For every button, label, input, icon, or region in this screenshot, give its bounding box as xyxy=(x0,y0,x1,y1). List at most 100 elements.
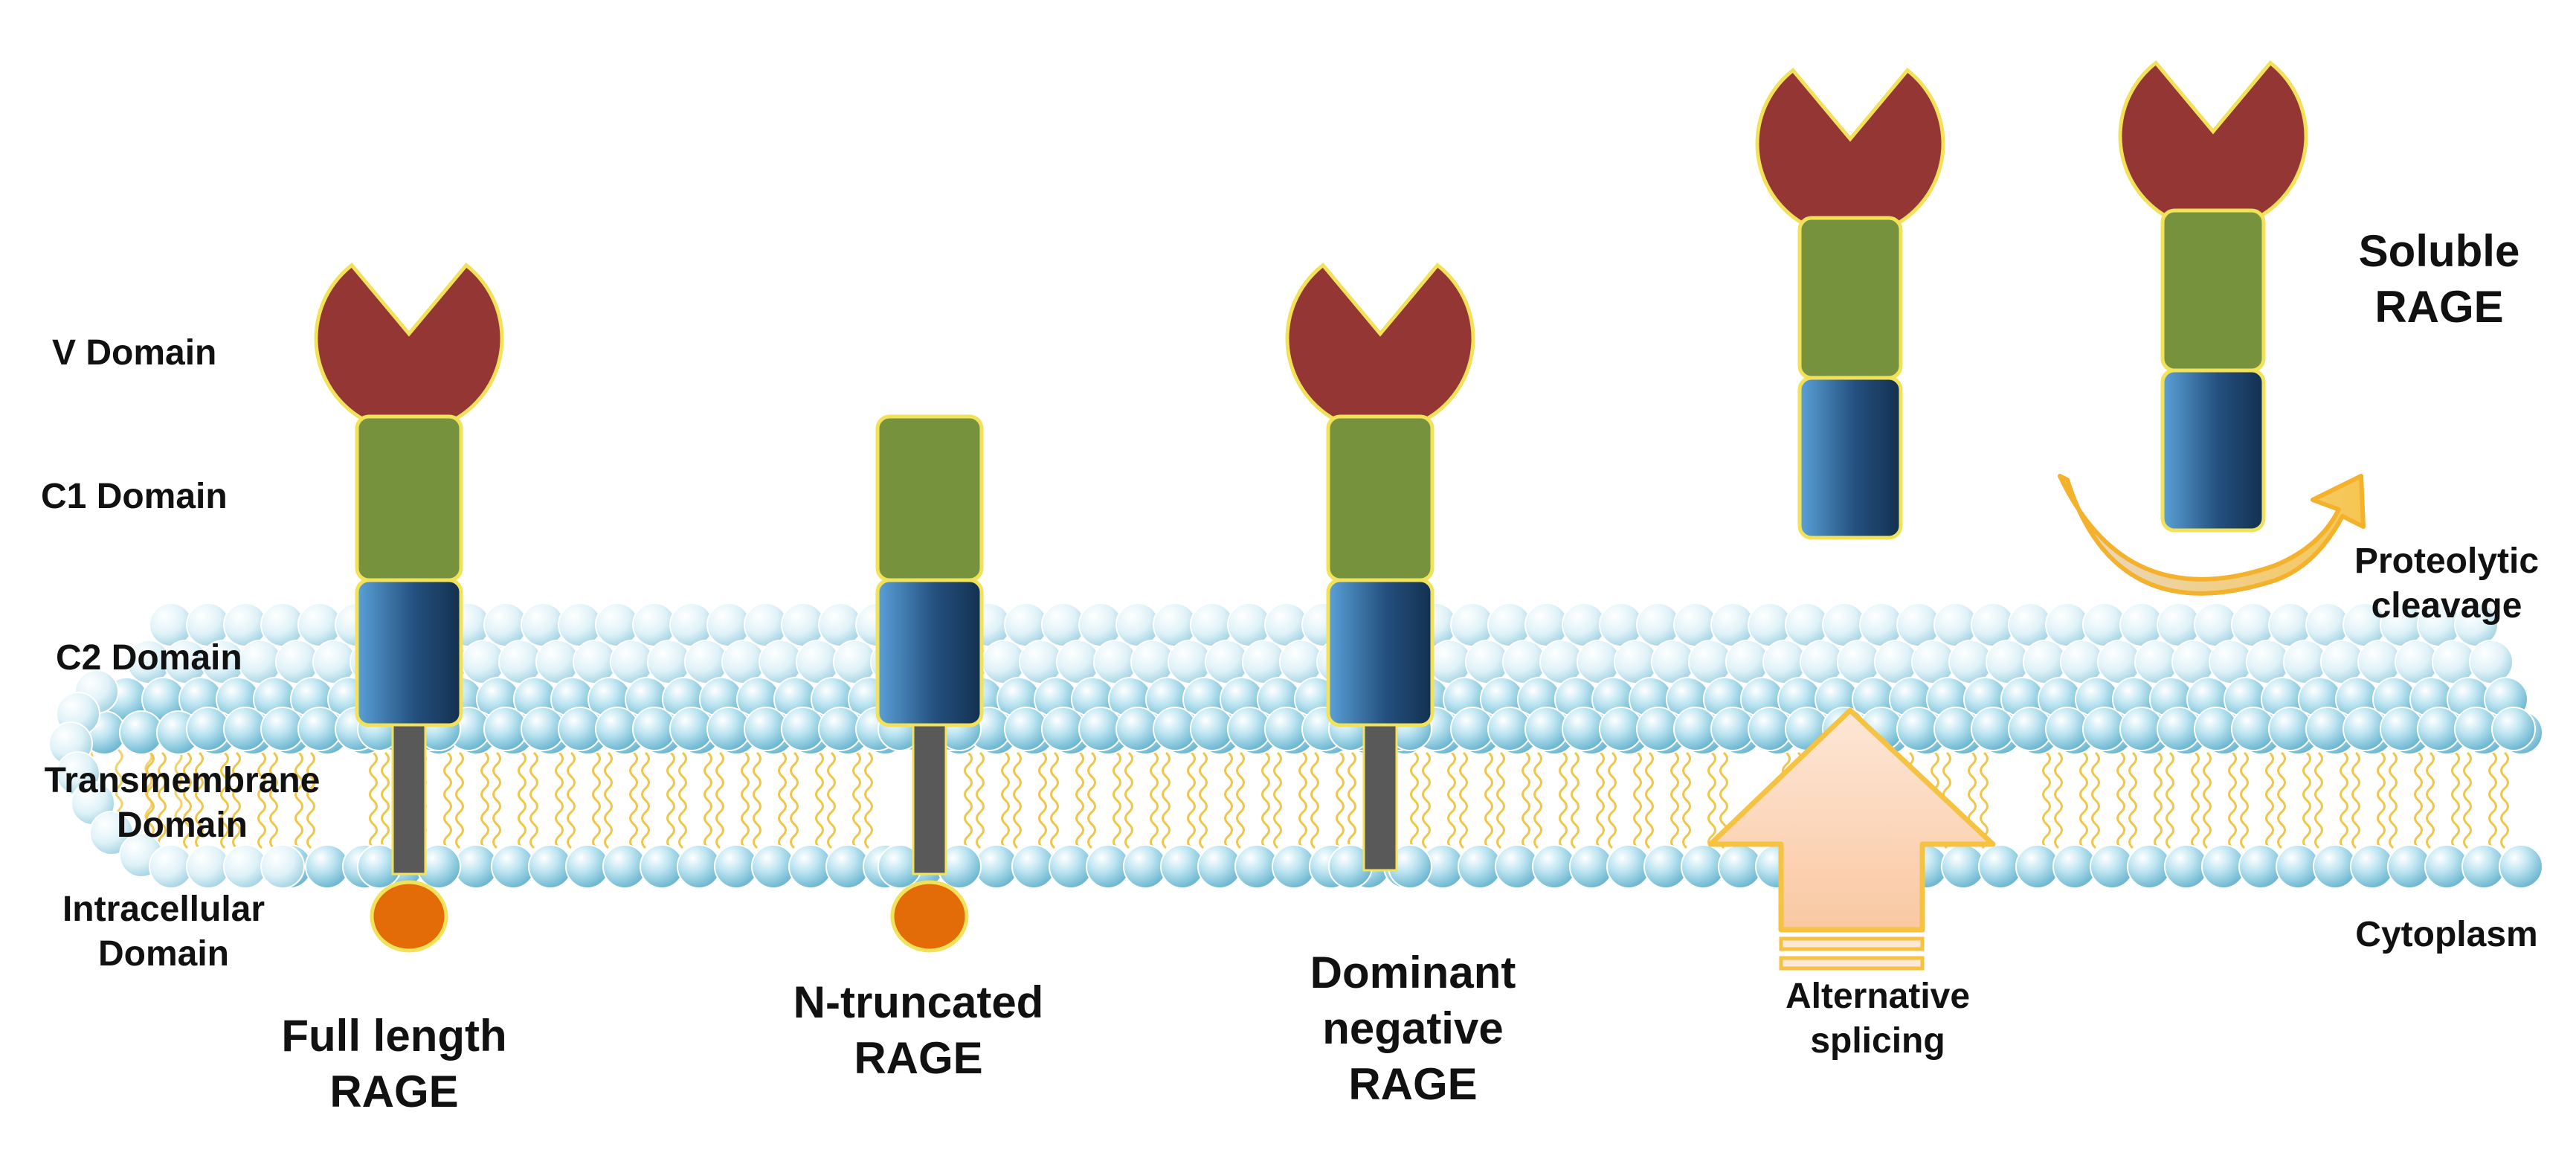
lipid-tail xyxy=(2351,751,2360,849)
lipid-tail xyxy=(1496,751,1505,849)
arrow-stripe xyxy=(1779,936,1925,951)
lipid-tail xyxy=(369,751,378,849)
arrow-stripe xyxy=(1779,956,1925,971)
v-domain-label: V Domain xyxy=(52,333,217,373)
lipid-tail xyxy=(1336,751,1345,849)
lipid-tail xyxy=(2203,751,2212,849)
lipid-tail xyxy=(443,751,452,849)
lipid-tail xyxy=(678,751,687,849)
lipid-tail xyxy=(1199,751,1208,849)
soluble-rage-splice-c1-domain xyxy=(1797,216,1903,380)
lipid-head xyxy=(2491,707,2536,751)
lipid-tail xyxy=(2042,751,2051,849)
lipid-tail xyxy=(567,751,576,849)
lipid-tail xyxy=(2265,751,2274,849)
dominant-negative-rage-c1-domain xyxy=(1326,414,1434,582)
lipid-tail xyxy=(1273,751,1282,849)
arrows xyxy=(1707,474,2366,971)
lipid-tail xyxy=(1236,751,1245,849)
transmembrane-domain xyxy=(1362,724,1398,872)
lipid-tail xyxy=(827,751,836,849)
lipid-tail xyxy=(183,751,192,849)
lipid-tail xyxy=(2340,751,2348,849)
lipid-tail xyxy=(1633,751,1642,849)
lipid-tail xyxy=(269,751,278,849)
lipid-tail xyxy=(703,751,712,849)
lipid-tail xyxy=(1112,751,1121,849)
lipid-tail xyxy=(592,751,601,849)
lipid-tail xyxy=(1707,751,1716,849)
lipid-tail xyxy=(1459,751,1468,849)
lipid-tail xyxy=(1038,751,1047,849)
lipid-tail xyxy=(232,751,241,849)
lipid-tail xyxy=(257,751,266,849)
soluble-rage-cleaved-c1-domain xyxy=(2160,208,2266,373)
lipid-tail xyxy=(1187,751,1196,849)
lipid-tail xyxy=(555,751,564,849)
lipid-tail xyxy=(480,751,489,849)
lipid-tail xyxy=(2079,751,2088,849)
lipid-tail xyxy=(1422,751,1431,849)
lipid-tail xyxy=(1484,751,1493,849)
lipid-tail xyxy=(1608,751,1617,849)
lipid-tail xyxy=(2414,751,2423,849)
lipid-tail xyxy=(1682,751,1691,849)
lipid-tail xyxy=(1645,751,1654,849)
full-length-rage-c1-domain xyxy=(355,414,463,582)
lipid-tail xyxy=(852,751,861,849)
lipid-tail xyxy=(2091,751,2100,849)
c2-domain-label: C2 Domain xyxy=(56,638,242,678)
lipid-tail xyxy=(1447,751,1456,849)
lipid-tail xyxy=(1571,751,1580,849)
lipid-tail xyxy=(2228,751,2237,849)
soluble-rage-splice-v-domain xyxy=(1755,68,1945,239)
rage-receptors xyxy=(314,60,2308,953)
lipid-tail xyxy=(666,751,675,849)
lipid-tail xyxy=(741,751,750,849)
lipid-tail xyxy=(964,751,973,849)
lipid-tail xyxy=(790,751,799,849)
lipid-tail xyxy=(2191,751,2200,849)
lipid-tail xyxy=(1050,751,1059,849)
lipid-head xyxy=(2499,844,2543,889)
lipid-tail xyxy=(1087,751,1096,849)
lipid-tail xyxy=(2154,751,2163,849)
lipid-tail xyxy=(753,751,761,849)
lipid-tail xyxy=(2426,751,2435,849)
lipid-tail xyxy=(2166,751,2174,849)
lipid-tail xyxy=(2302,751,2311,849)
lipid-tail xyxy=(492,751,501,849)
lipid-tail xyxy=(2314,751,2323,849)
lipid-tail xyxy=(158,751,167,849)
lipid-tail xyxy=(306,751,315,849)
lipid-tail xyxy=(1596,751,1605,849)
alternative-splicing-arrow xyxy=(1707,707,1996,933)
lipid-tail xyxy=(604,751,613,849)
lipid-tail xyxy=(220,751,229,849)
lipid-tail xyxy=(2277,751,2286,849)
lipid-tail xyxy=(976,751,985,849)
lipid-tail xyxy=(815,751,824,849)
lipid-tail xyxy=(715,751,724,849)
lipid-tail xyxy=(1533,751,1542,849)
transmembrane-domain-label: Transmembrane Domain xyxy=(44,761,321,845)
alternative-splicing-label: Alternative splicing xyxy=(1785,977,1971,1061)
proteolytic-cleavage-label: Proteolytic cleavage xyxy=(2354,541,2540,626)
lipid-tail xyxy=(1124,751,1133,849)
lipid-tail xyxy=(2451,751,2460,849)
lipid-tail xyxy=(518,751,527,849)
lipid-tail xyxy=(2240,751,2249,849)
lipid-tail xyxy=(2488,751,2497,849)
lipid-tail xyxy=(1150,751,1159,849)
lipid-tail xyxy=(1670,751,1679,849)
lipid-tail xyxy=(294,751,303,849)
lipid-tail xyxy=(1261,751,1270,849)
intracellular-domain xyxy=(370,880,448,953)
dominant-negative-rage-v-domain xyxy=(1285,263,1475,434)
lipid-tail xyxy=(1298,751,1307,849)
lipid-tail xyxy=(2463,751,2472,849)
lipid-tail xyxy=(2116,751,2125,849)
intracellular-domain xyxy=(890,880,969,953)
lipid-tail xyxy=(1162,751,1171,849)
